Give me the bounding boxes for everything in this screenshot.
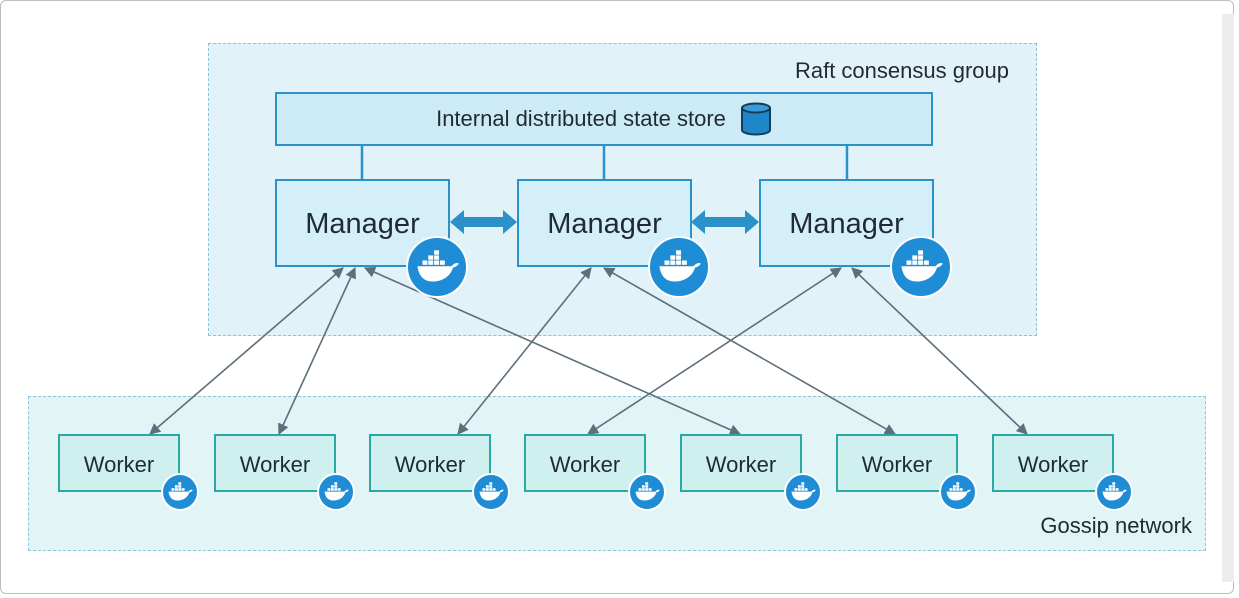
database-icon	[740, 102, 771, 136]
docker-whale-icon	[890, 236, 952, 298]
worker-node: Worker	[836, 434, 958, 492]
manager-link-2-3	[691, 210, 759, 234]
arrow-w1-m1	[149, 267, 344, 435]
docker-whale-icon	[406, 236, 468, 298]
state-store-label: Internal distributed state store	[436, 106, 726, 131]
worker-label: Worker	[705, 452, 777, 477]
state-store-box: Internal distributed state store	[275, 92, 933, 146]
worker-label: Worker	[549, 452, 621, 477]
gossip-network-label: Gossip network	[1040, 513, 1192, 538]
docker-whale-icon	[161, 473, 199, 511]
manager-label: Manager	[789, 208, 904, 240]
docker-whale-icon	[939, 473, 977, 511]
worker-label: Worker	[394, 452, 466, 477]
arrow-w4-m3	[587, 267, 842, 435]
worker-node: Worker	[214, 434, 336, 492]
manager-label: Manager	[547, 208, 662, 240]
manager-label: Manager	[305, 208, 420, 240]
arrow-w3-m2	[457, 267, 592, 435]
raft-group-label: Raft consensus group	[794, 58, 1009, 83]
manager-node: Manager	[275, 179, 450, 267]
worker-node: Worker	[369, 434, 491, 492]
arrow-w6-m2	[603, 267, 896, 435]
manager-links	[450, 210, 759, 234]
docker-whale-icon	[472, 473, 510, 511]
docker-whale-icon	[317, 473, 355, 511]
worker-label: Worker	[83, 452, 155, 477]
docker-whale-icon	[648, 236, 710, 298]
worker-label: Worker	[861, 452, 933, 477]
worker-node: Worker	[992, 434, 1114, 492]
frame-shadow	[1222, 14, 1234, 582]
docker-whale-icon	[784, 473, 822, 511]
store-connectors	[360, 146, 849, 179]
worker-node: Worker	[58, 434, 180, 492]
arrow-w7-m3	[851, 267, 1028, 435]
worker-label: Worker	[1017, 452, 1089, 477]
worker-node: Worker	[680, 434, 802, 492]
docker-whale-icon	[628, 473, 666, 511]
manager-link-1-2	[450, 210, 517, 234]
worker-node: Worker	[524, 434, 646, 492]
worker-label: Worker	[239, 452, 311, 477]
docker-whale-icon	[1095, 473, 1133, 511]
arrow-w2-m1	[278, 266, 356, 436]
